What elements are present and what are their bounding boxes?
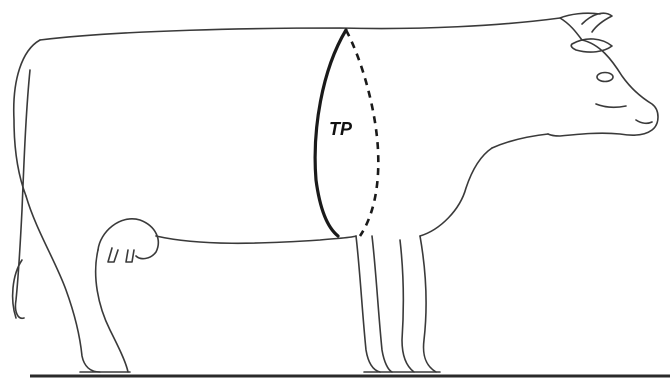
cow-mouth bbox=[636, 120, 652, 123]
cow-front-leg-far-back bbox=[400, 240, 414, 372]
cow-head bbox=[548, 40, 658, 136]
cow-jaw bbox=[596, 104, 626, 107]
tp-label: TP bbox=[329, 119, 353, 139]
cow-ear bbox=[571, 39, 612, 52]
cow-neck-top bbox=[560, 18, 582, 40]
cow-body-outline bbox=[40, 13, 600, 40]
cow-belly-outline bbox=[156, 236, 356, 243]
cow-hind-leg-back bbox=[26, 196, 100, 372]
cow-tail bbox=[15, 70, 30, 318]
cow-front-leg-near-back bbox=[356, 236, 380, 372]
cow-eye bbox=[597, 73, 613, 82]
cow-chest bbox=[420, 148, 492, 236]
cow-horn bbox=[582, 13, 612, 32]
cow-teat-left bbox=[108, 248, 118, 262]
cow-front-leg-far-front bbox=[420, 236, 436, 372]
cow-hind-leg-front bbox=[96, 250, 128, 372]
cow-dewlap bbox=[492, 134, 548, 148]
cow-front-leg-near-front bbox=[372, 236, 392, 372]
cow-teat-right bbox=[126, 250, 134, 262]
